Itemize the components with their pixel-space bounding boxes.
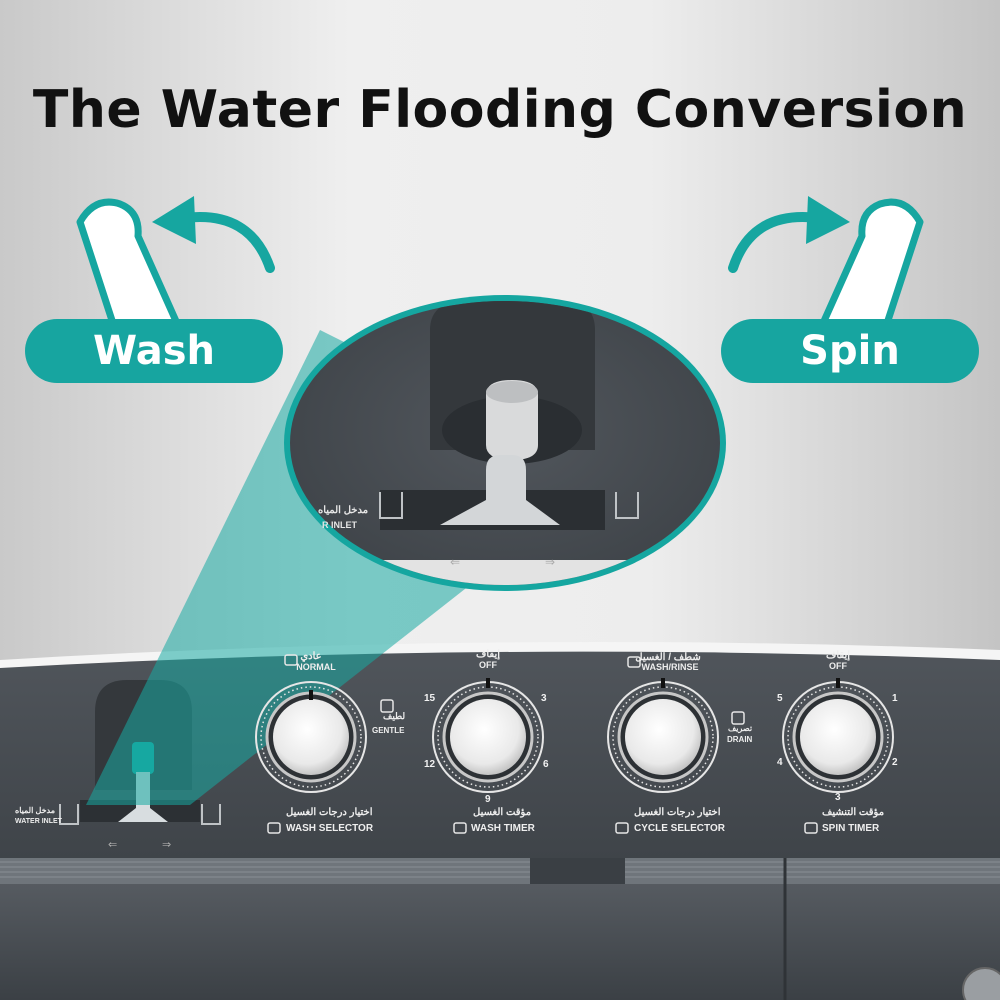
wash-timer-bottom-label: WASH TIMER — [471, 823, 535, 834]
wash-arrowhead — [152, 196, 196, 244]
cycle-selector-top-label: WASH/RINSE — [641, 662, 699, 672]
spin-timer-bottom-label: SPIN TIMER — [822, 823, 880, 834]
spin-timer-knob — [782, 678, 894, 793]
spin-timer-mark-2: 2 — [892, 757, 898, 768]
wash-selector-side-arabic: لطيف — [383, 711, 406, 721]
cycle-selector-bottom-arabic: اختيار درجات الغسيل — [634, 807, 721, 818]
wash-selector-top-label: NORMAL — [296, 662, 336, 672]
svg-text:⇒: ⇒ — [545, 555, 555, 569]
spin-timer-mark-3: 3 — [835, 792, 841, 803]
wash-timer-mark-9: 9 — [485, 794, 491, 805]
panel-arrow-right: ⇒ — [162, 838, 171, 851]
wash-arrow-icon — [180, 212, 275, 273]
zoom-lever — [440, 455, 560, 525]
spin-arrow-icon — [728, 212, 823, 273]
wash-timer-top-arabic: إيقاف — [475, 649, 501, 660]
wash-selector-side-label: GENTLE — [372, 726, 405, 735]
spin-timer-mark-4: 4 — [777, 757, 783, 768]
wash-timer-mark-12: 12 — [424, 759, 436, 770]
zoom-lens: ⇐ ⇒ — [284, 295, 726, 591]
wash-selector-bottom-label: WASH SELECTOR — [286, 823, 374, 834]
wash-timer-mark-6: 6 — [543, 759, 549, 770]
inlet-arabic: مدخل المياه — [15, 806, 56, 815]
vent-gap — [530, 858, 625, 884]
wash-selector-bottom-arabic: اختيار درجات الغسيل — [286, 807, 373, 818]
cycle-selector-side-label: DRAIN — [727, 735, 753, 744]
svg-text:⇐: ⇐ — [450, 555, 460, 569]
spin-timer-mark-1: 1 — [892, 693, 898, 704]
wash-mode-label: Wash — [25, 319, 283, 383]
wash-selector-top-arabic: عادي — [300, 651, 322, 662]
wash-lever — [76, 198, 184, 349]
zoom-inlet-arabic: مدخل المياه — [318, 505, 369, 516]
spin-mode-label: Spin — [721, 319, 979, 383]
wash-selector-knob — [255, 681, 367, 793]
spin-timer-top-label: OFF — [829, 661, 847, 671]
cycle-selector-knob — [607, 678, 719, 793]
spin-timer-top-arabic: إيقاف — [825, 650, 851, 661]
spin-lever — [816, 198, 924, 349]
page-title: The Water Flooding Conversion — [32, 80, 968, 140]
corner-knob — [962, 967, 1000, 1000]
wash-timer-mark-15: 15 — [424, 693, 436, 704]
panel-small-icons — [267, 654, 818, 834]
cycle-selector-bottom-label: CYCLE SELECTOR — [634, 823, 725, 834]
wash-timer-knob — [432, 678, 544, 793]
zoom-inlet-label: R INLET — [322, 520, 357, 530]
vent-lines — [0, 861, 1000, 878]
cycle-selector-top-arabic: شطف / الغسيل — [635, 652, 701, 663]
panel-arrow-left: ⇐ — [108, 838, 117, 851]
tub-icons — [59, 804, 221, 825]
wash-timer-bottom-arabic: مؤقت الغسيل — [473, 807, 532, 818]
cycle-selector-side-arabic: تصريف — [728, 724, 753, 733]
spin-timer-bottom-arabic: مؤقت التنشيف — [822, 807, 885, 818]
wash-timer-mark-3: 3 — [541, 693, 547, 704]
spin-timer-mark-5: 5 — [777, 693, 783, 704]
spin-arrowhead — [806, 196, 850, 244]
inlet-label: WATER INLET — [15, 818, 62, 825]
wash-timer-top-label: OFF — [479, 660, 497, 670]
